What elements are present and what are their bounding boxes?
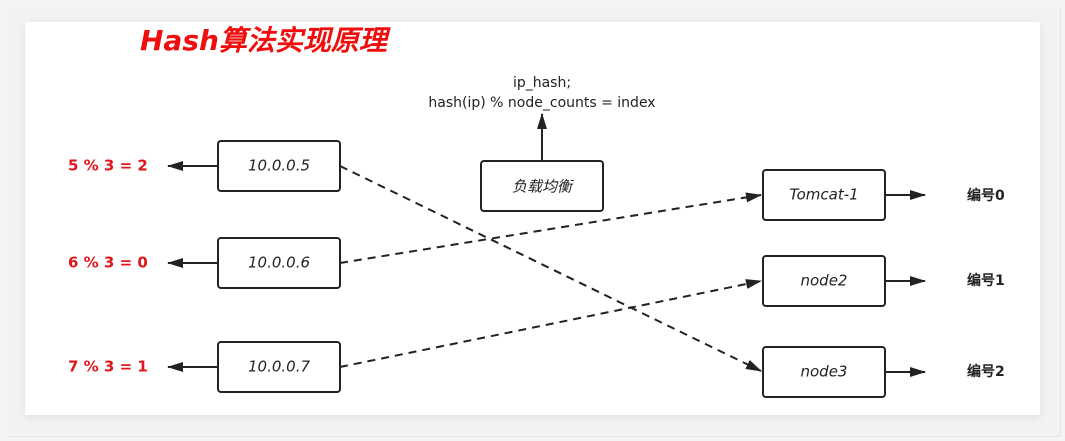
server-name: node2 <box>801 272 848 290</box>
hash-calc: 6 % 3 = 0 <box>68 254 148 272</box>
load-balancer-box <box>480 160 604 212</box>
server-index: 编号1 <box>967 272 1005 289</box>
client-ip: 10.0.0.6 <box>248 254 310 272</box>
client-row: 10.0.0.6 6 % 3 = 0 <box>68 237 341 289</box>
server-name: node3 <box>801 363 848 381</box>
client-box <box>217 140 341 192</box>
note-line-1: ip_hash; <box>513 75 571 91</box>
mapping-10-0-0-6-to-tomcat-1 <box>339 192 762 264</box>
diagram-title: Hash算法实现原理 <box>140 24 391 57</box>
server-index: 编号0 <box>967 187 1005 204</box>
client-ip: 10.0.0.7 <box>248 358 310 376</box>
client-ip: 10.0.0.5 <box>248 157 310 175</box>
client-row: 10.0.0.5 5 % 3 = 2 <box>68 140 341 192</box>
hash-calc: 7 % 3 = 1 <box>68 358 148 376</box>
load-balancer-label: 负载均衡 <box>512 178 574 196</box>
server-row: node2 编号1 <box>762 255 1005 307</box>
client-box <box>217 237 341 289</box>
hash-calc: 5 % 3 = 2 <box>68 157 148 175</box>
mapping-10-0-0-7-to-node2 <box>339 279 762 368</box>
client-box <box>217 341 341 393</box>
note-line-2: hash(ip) % node_counts = index <box>428 95 655 111</box>
server-index: 编号2 <box>967 363 1005 380</box>
server-row: Tomcat-1 编号0 <box>762 169 1005 221</box>
client-row: 10.0.0.7 7 % 3 = 1 <box>68 341 341 393</box>
server-row: node3 编号2 <box>762 346 1005 398</box>
server-name: Tomcat-1 <box>789 186 858 204</box>
